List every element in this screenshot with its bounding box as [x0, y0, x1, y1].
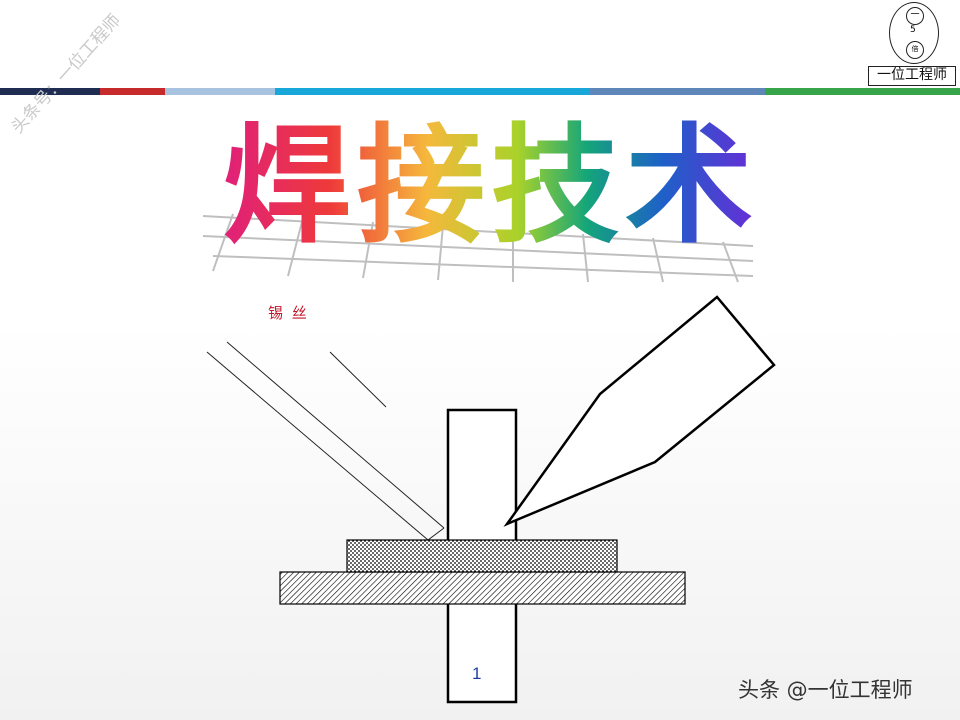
motion-line: [329, 351, 387, 408]
bar-segment-green: [765, 88, 960, 95]
soldering-iron: [503, 295, 776, 527]
solder-wire-edge-2: [226, 341, 445, 529]
solder-wire: [206, 341, 445, 541]
solder-wire-label: 锡 丝: [268, 304, 309, 322]
logo-label: 一位工程师: [868, 66, 956, 86]
solder-wire-tip: [427, 527, 445, 541]
part-number-label: 1: [472, 664, 482, 683]
page-title: 焊接技术: [223, 106, 759, 266]
bar-segment-lightblue: [165, 88, 275, 95]
solder-wire-edge-1: [206, 351, 429, 541]
bar-segment-steel: [590, 88, 765, 95]
logo-top-circle: 一: [906, 7, 924, 25]
brand-logo: 一 5 倍 一位工程师: [866, 0, 958, 88]
top-accent-bar: [0, 88, 960, 95]
logo-middle-char: 5: [910, 25, 916, 35]
title-grid-shadow: [202, 213, 754, 283]
pcb-board: [279, 571, 686, 605]
bottom-watermark: 头条 @一位工程师: [738, 678, 913, 702]
bar-segment-cyan: [275, 88, 590, 95]
title-banner: 焊接技术: [193, 96, 767, 288]
logo-bottom-circle: 倍: [906, 41, 924, 59]
copper-pad: [346, 539, 618, 573]
bar-segment-red: [100, 88, 165, 95]
logo-outer-circle: 一 5 倍: [889, 2, 939, 64]
bar-segment-navy: [0, 88, 100, 95]
